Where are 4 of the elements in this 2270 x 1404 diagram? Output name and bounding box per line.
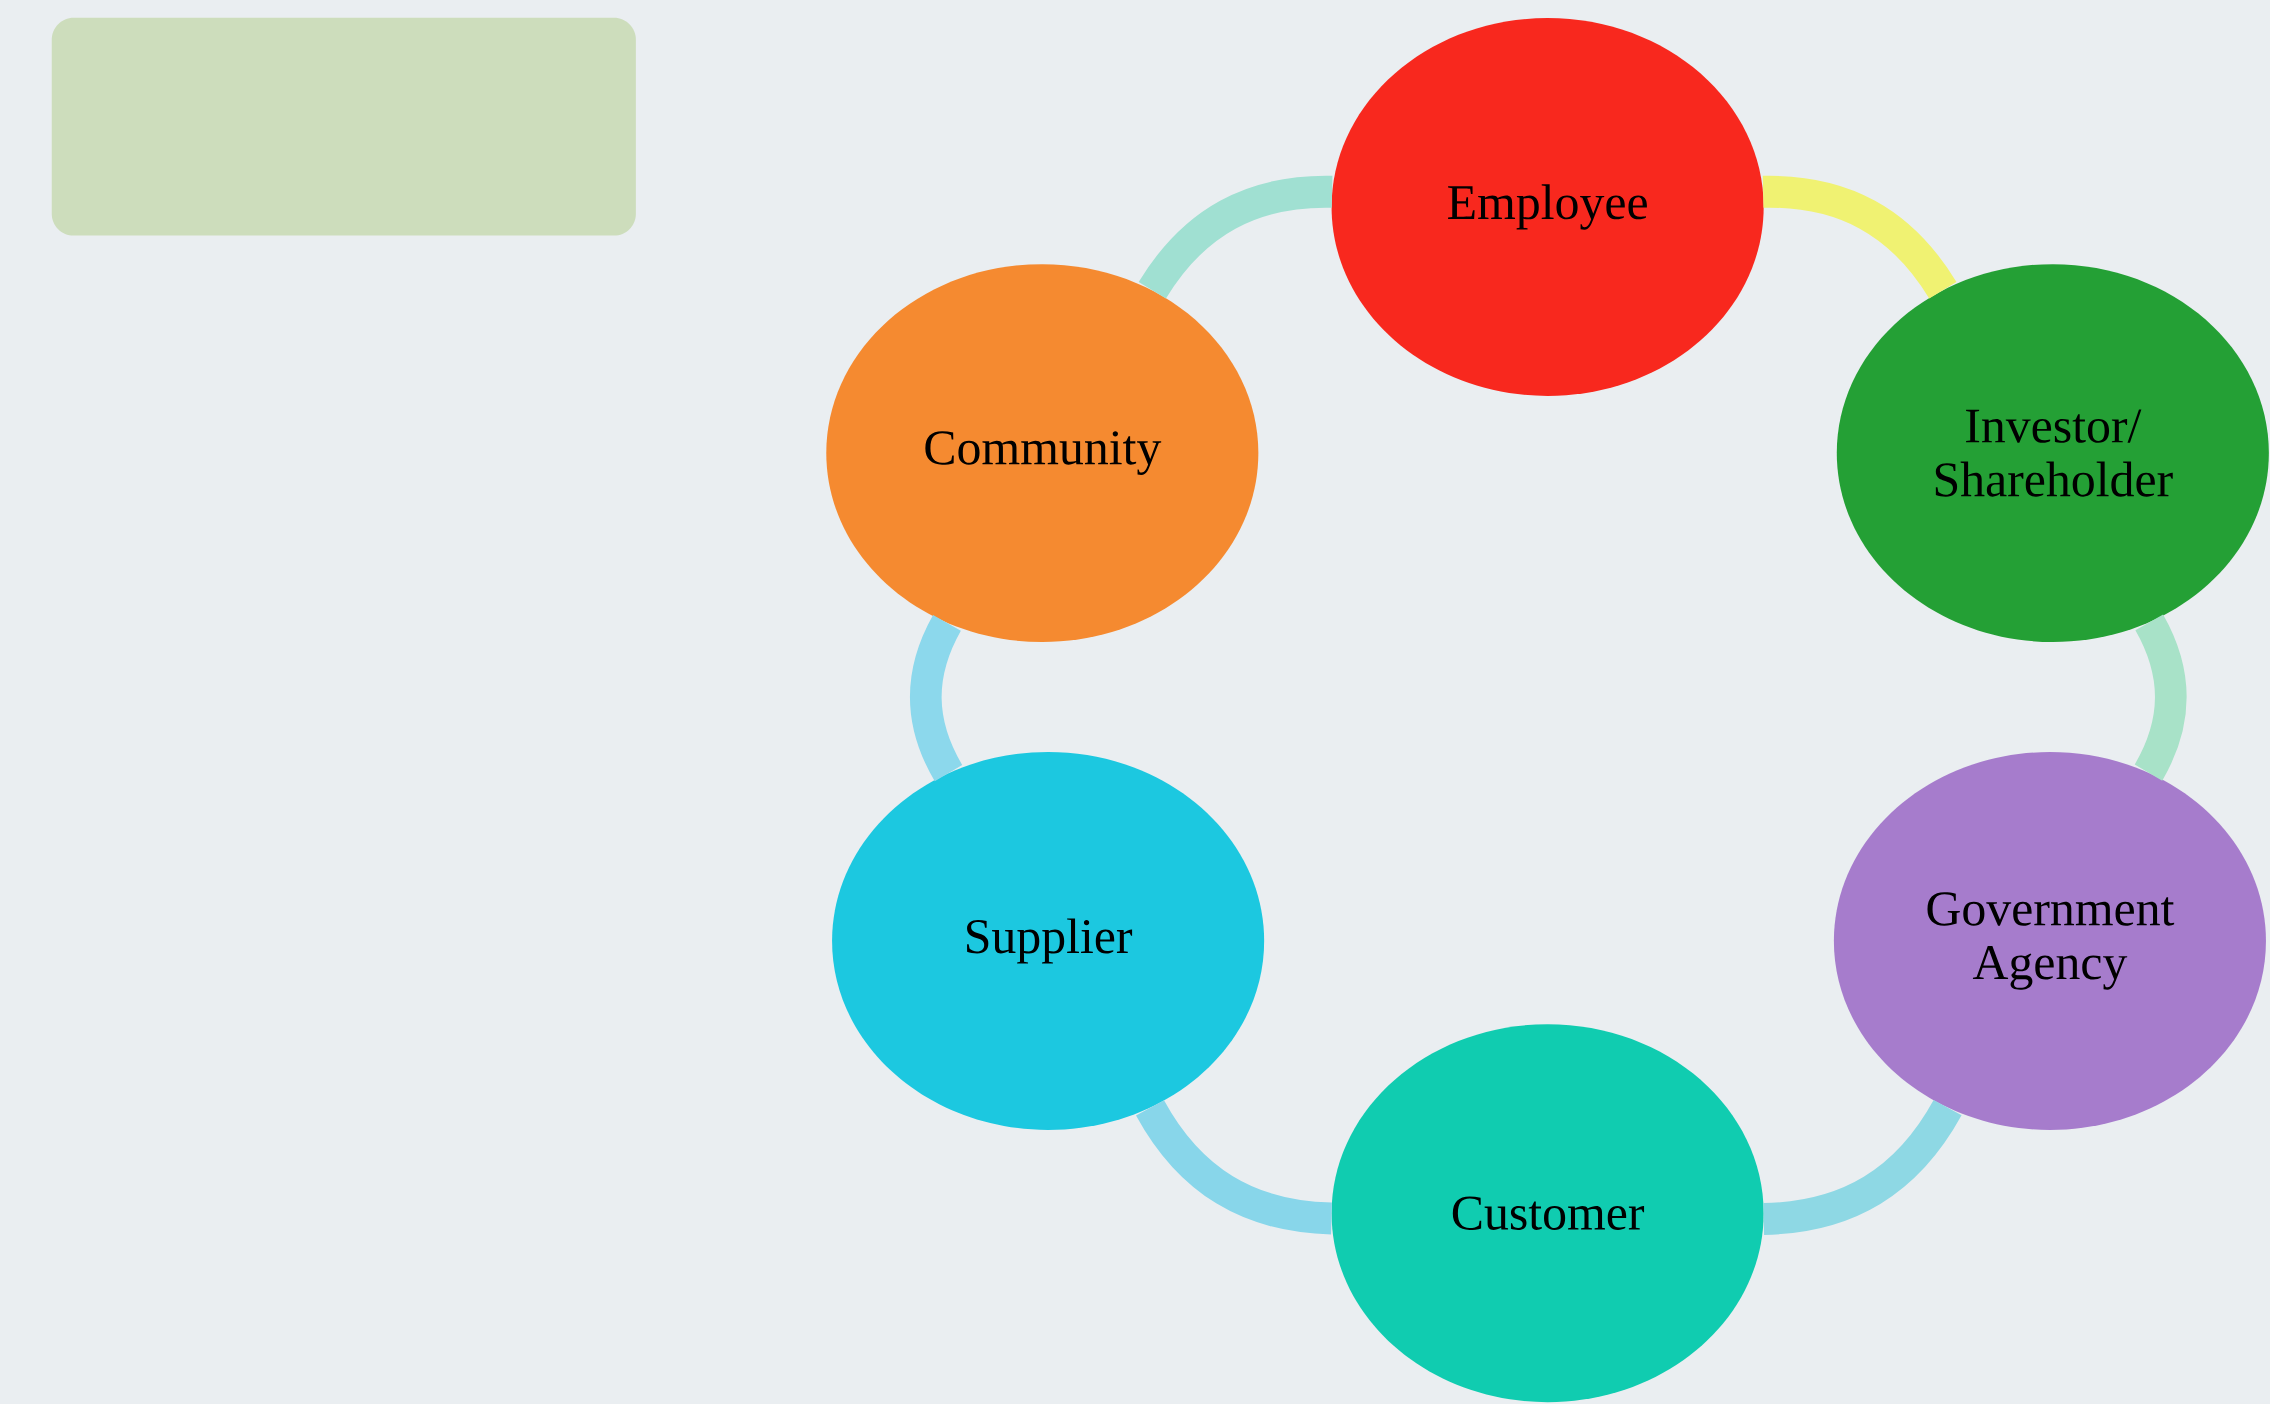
title-box [51,17,636,236]
connector-arc [1136,1099,1333,1235]
connector-arc [1138,175,1333,299]
connector-arc [1762,1099,1962,1235]
